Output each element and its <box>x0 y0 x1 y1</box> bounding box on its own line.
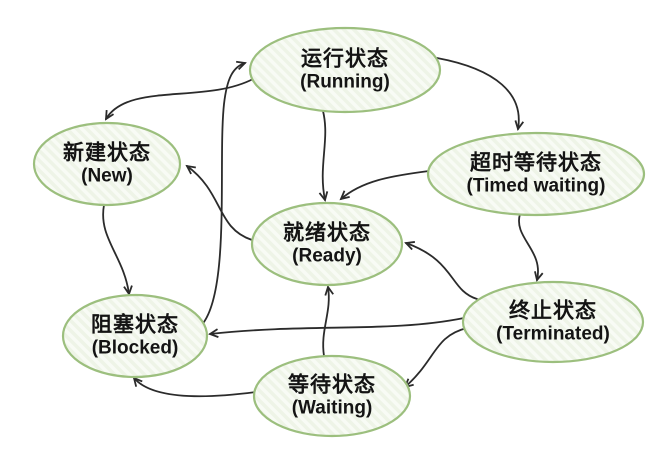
edge-timed-waiting-to-ready <box>339 170 430 201</box>
edge-blocked-to-running <box>203 60 247 323</box>
state-label-en-ready: (Ready) <box>292 246 362 267</box>
state-label-zh-waiting: 等待状态 <box>288 373 376 397</box>
edge-terminated-to-waiting <box>403 327 468 389</box>
state-node-new: 新建状态 (New) <box>32 121 182 207</box>
edge-running-to-timed-waiting <box>436 57 525 131</box>
state-ellipse-running <box>248 26 442 114</box>
state-node-timed-waiting: 超时等待状态 (Timed waiting) <box>426 131 646 217</box>
state-ellipse-terminated <box>461 280 645 364</box>
edge-waiting-to-blocked <box>132 376 257 398</box>
edge-terminated-to-ready <box>404 241 478 300</box>
state-node-waiting: 等待状态 (Waiting) <box>252 354 412 438</box>
edge-ready-to-new <box>185 164 253 241</box>
state-ellipse-waiting <box>252 354 412 438</box>
state-label-zh-ready: 就绪状态 <box>283 221 371 245</box>
edges <box>102 57 544 398</box>
state-label-en-running: (Running) <box>300 72 390 93</box>
state-node-ready: 就绪状态 (Ready) <box>250 201 404 287</box>
state-label-en-waiting: (Waiting) <box>292 398 373 419</box>
state-ellipse-timed-waiting <box>426 131 646 217</box>
state-label-en-blocked: (Blocked) <box>92 338 179 359</box>
edge-terminated-to-blocked <box>207 317 465 338</box>
state-ellipse-new <box>32 121 182 207</box>
edge-waiting-to-ready <box>322 285 334 357</box>
state-ellipse-ready <box>250 201 404 287</box>
state-label-zh-blocked: 阻塞状态 <box>91 313 179 337</box>
state-node-running: 运行状态 (Running) <box>248 26 442 114</box>
edge-new-to-blocked <box>102 204 133 296</box>
state-label-zh-terminated: 终止状态 <box>509 299 597 323</box>
state-label-en-timed-waiting: (Timed waiting) <box>467 176 606 197</box>
state-ellipse-blocked <box>61 293 209 379</box>
state-label-zh-new: 新建状态 <box>63 141 151 165</box>
state-label-en-new: (New) <box>81 166 133 187</box>
state-label-zh-running: 运行状态 <box>301 47 389 71</box>
state-label-zh-timed-waiting: 超时等待状态 <box>470 151 602 175</box>
edge-timed-waiting-to-terminated <box>518 213 544 282</box>
edge-running-to-ready <box>318 110 329 202</box>
state-node-blocked: 阻塞状态 (Blocked) <box>61 293 209 379</box>
state-node-terminated: 终止状态 (Terminated) <box>461 280 645 364</box>
state-label-en-terminated: (Terminated) <box>496 324 610 345</box>
edge-running-to-new <box>104 78 254 121</box>
